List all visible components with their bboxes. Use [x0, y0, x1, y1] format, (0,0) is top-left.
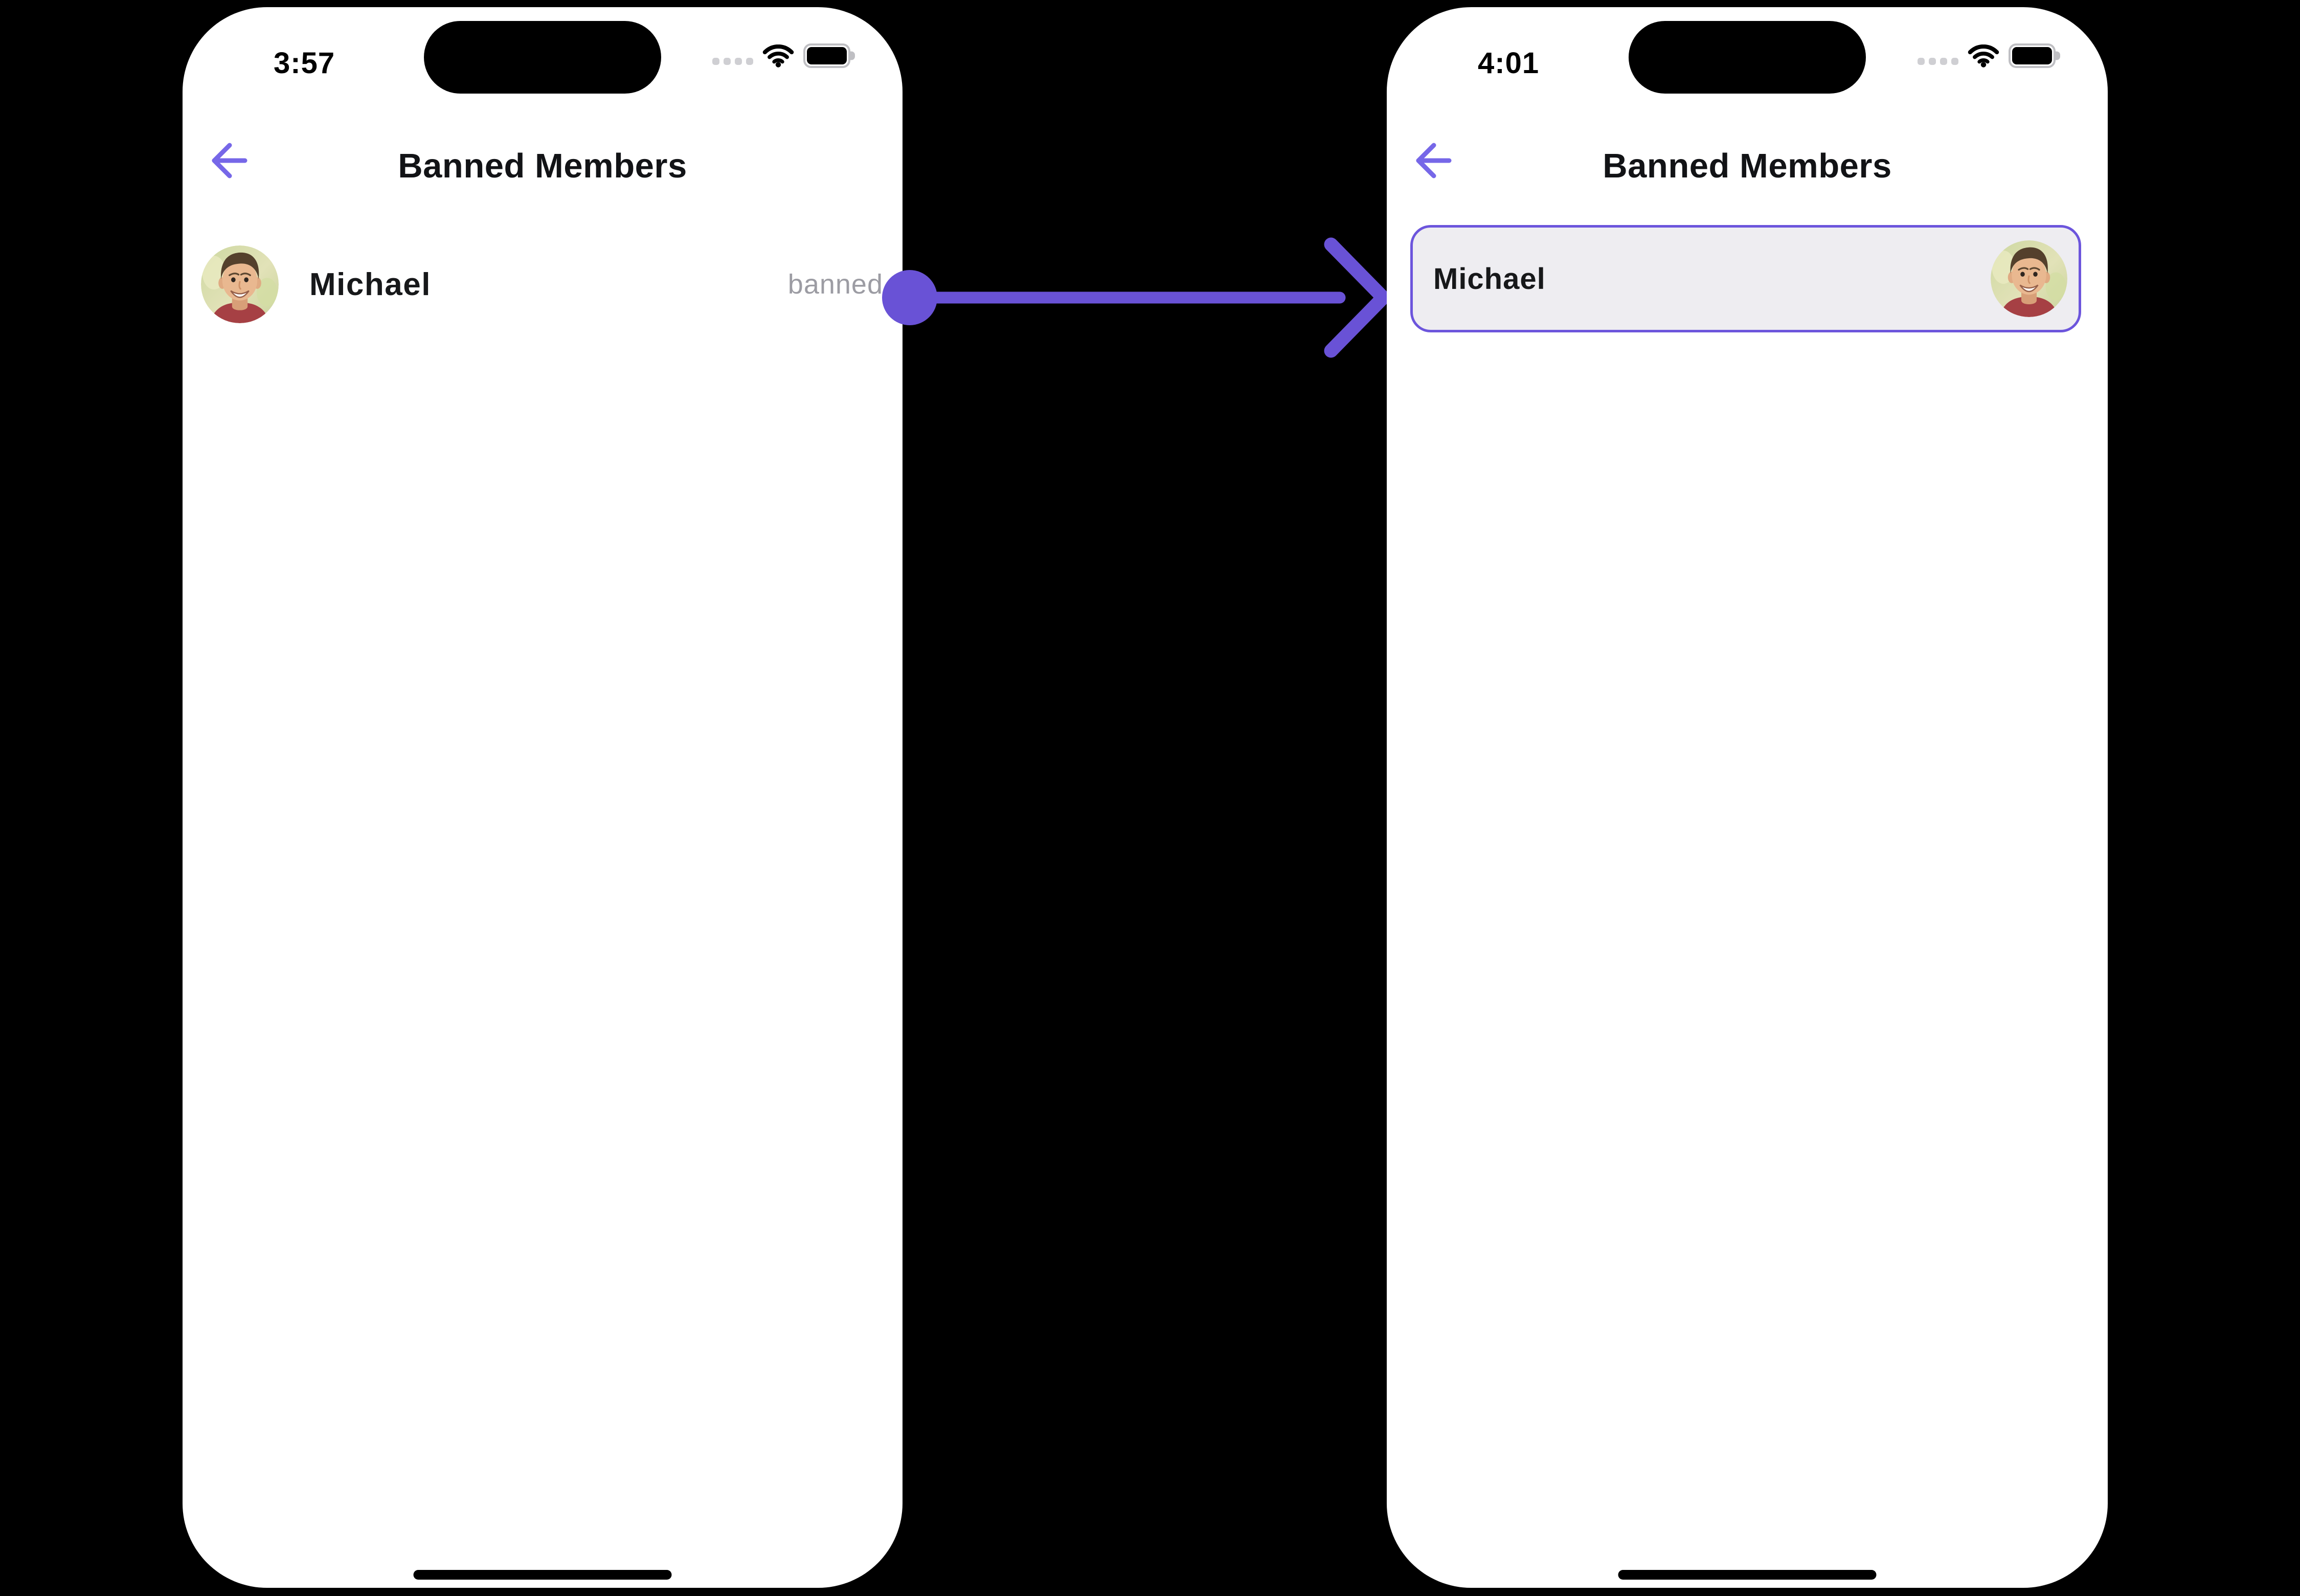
- home-indicator[interactable]: [1618, 1570, 1877, 1580]
- status-time: 3:57: [274, 47, 335, 80]
- home-indicator[interactable]: [413, 1570, 672, 1580]
- michael-avatar: [201, 245, 279, 323]
- battery-icon: [803, 43, 855, 68]
- page-title: Banned Members: [398, 147, 687, 185]
- member-status-badge: banned: [787, 269, 883, 300]
- status-icons: [712, 36, 855, 76]
- member-name: Michael: [309, 266, 431, 302]
- right-phone-frame: 4:01 Banned Members Michael: [1387, 7, 2108, 1588]
- page-title: Banned Members: [1603, 147, 1892, 185]
- banned-member-card[interactable]: Michael: [1410, 225, 2081, 332]
- status-time: 4:01: [1478, 47, 1540, 80]
- back-arrow-icon[interactable]: [1413, 140, 1452, 181]
- wifi-icon: [1968, 44, 1999, 68]
- status-icons: [1918, 36, 2060, 76]
- banned-member-row[interactable]: Michael banned: [201, 242, 884, 326]
- left-phone-frame: 3:57 Banned Members: [183, 7, 903, 1588]
- michael-avatar: [1991, 240, 2067, 317]
- battery-icon: [2009, 43, 2060, 68]
- cellular-dots-icon: [1918, 58, 1958, 65]
- member-name: Michael: [1433, 262, 1546, 296]
- dynamic-island: [424, 21, 661, 94]
- cellular-dots-icon: [712, 58, 753, 65]
- dynamic-island: [1629, 21, 1866, 94]
- flow-arrow-icon: [882, 237, 1390, 358]
- wifi-icon: [762, 44, 794, 68]
- back-arrow-icon[interactable]: [209, 140, 248, 181]
